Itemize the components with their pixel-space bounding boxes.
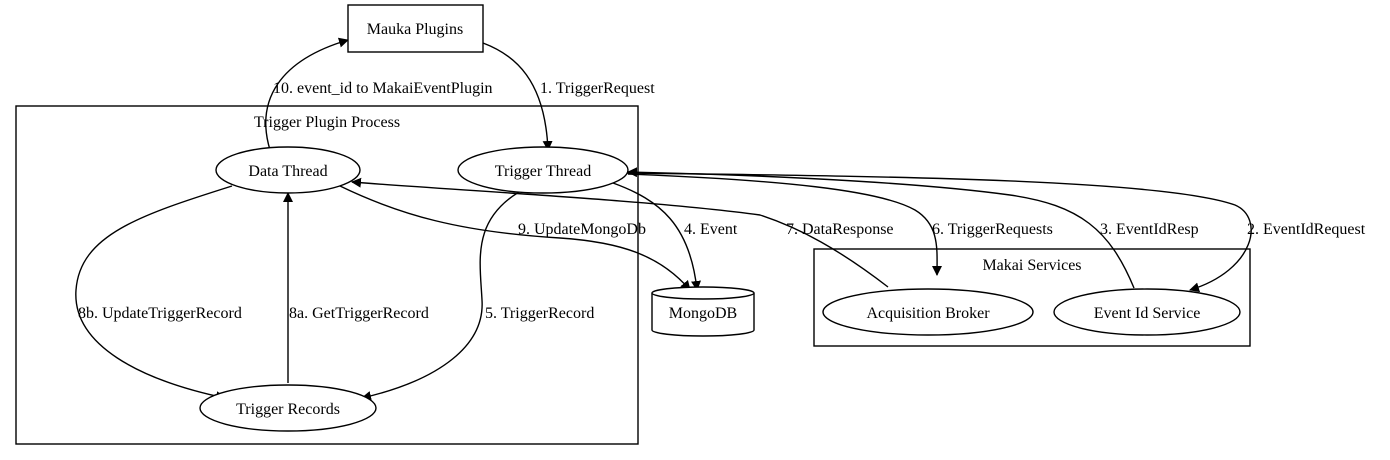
node-label-data-thread: Data Thread (248, 163, 327, 180)
edge-trigger-request: 1. TriggerRequest (482, 42, 655, 151)
edge-event: 4. Event (612, 182, 738, 291)
node-acquisition-broker: Acquisition Broker (822, 288, 1034, 336)
cluster-trigger-plugin-process: Trigger Plugin Process (15, 105, 639, 445)
node-label-acquisition-broker: Acquisition Broker (866, 305, 990, 322)
edge-label-event: 4. Event (684, 221, 738, 238)
node-label-trigger-records: Trigger Records (236, 401, 340, 418)
node-trigger-thread: Trigger Thread (457, 146, 629, 194)
edge-trigger-record: 5. TriggerRecord (361, 185, 594, 401)
node-label-trigger-thread: Trigger Thread (495, 163, 591, 180)
node-label-mauka-plugins: Mauka Plugins (367, 21, 463, 38)
edge-label-trigger-request: 1. TriggerRequest (540, 80, 655, 97)
edge-label-event-id-request: 2. EventIdRequest (1247, 221, 1366, 238)
edge-trigger-requests: 6. TriggerRequests (627, 173, 1053, 276)
edge-event-id-resp: 3. EventIdResp (627, 167, 1199, 289)
edge-label-trigger-record: 5. TriggerRecord (485, 305, 594, 322)
edge-get-trigger-record: 8a. GetTriggerRecord (283, 192, 429, 383)
cluster-label-makai-services: Makai Services (982, 257, 1081, 274)
edge-event-id-request: 2. EventIdRequest (625, 172, 1366, 293)
node-label-mongodb: MongoDB (669, 305, 737, 322)
edge-update-mongodb: 9. UpdateMongoDb (339, 185, 691, 291)
edge-label-update-trigger-record: 8b. UpdateTriggerRecord (78, 305, 242, 322)
node-mongodb: MongoDB (651, 286, 755, 337)
cluster-label-trigger-plugin-process: Trigger Plugin Process (254, 114, 400, 131)
node-data-thread: Data Thread (215, 146, 361, 194)
cluster-makai-services: Makai Services (813, 248, 1251, 347)
node-trigger-records: Trigger Records (199, 384, 377, 432)
node-event-id-service: Event Id Service (1053, 288, 1241, 336)
node-mauka-plugins: Mauka Plugins (347, 4, 484, 53)
edge-label-event-id-to-makai-event-plugin: 10. event_id to MakaiEventPlugin (273, 80, 493, 97)
edge-label-get-trigger-record: 8a. GetTriggerRecord (289, 305, 429, 322)
edge-label-event-id-resp: 3. EventIdResp (1100, 221, 1199, 238)
edge-label-update-mongodb: 9. UpdateMongoDb (518, 221, 646, 238)
edge-event-id-to-makai-event-plugin: 10. event_id to MakaiEventPlugin (265, 37, 493, 151)
edge-label-trigger-requests: 6. TriggerRequests (932, 221, 1053, 238)
node-label-event-id-service: Event Id Service (1094, 305, 1201, 322)
edge-data-response: 7. DataResponse (351, 177, 894, 288)
edge-label-data-response: 7. DataResponse (786, 221, 894, 238)
edge-update-trigger-record: 8b. UpdateTriggerRecord (75, 185, 242, 402)
